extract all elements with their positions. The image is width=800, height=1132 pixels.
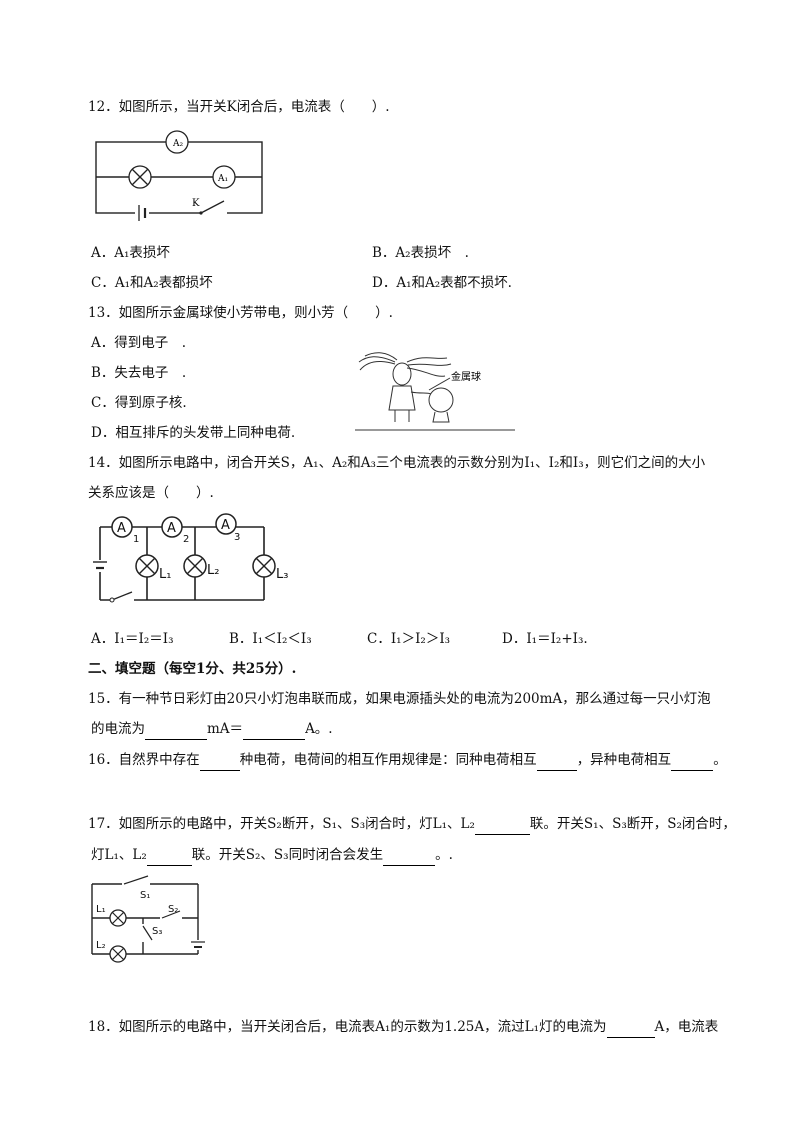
q16-text-c: ，异种电荷相互	[576, 752, 672, 768]
q18-text-b: A，电流表	[654, 1019, 719, 1035]
q14-lamp-1-label: L₁	[159, 567, 171, 582]
q13-option-c[interactable]: C．得到原子核.	[91, 395, 187, 411]
q13-girl-metal-ball-figure: 金属球	[355, 352, 515, 431]
q16-text-b: 种电荷，电荷间的相互作用规律是：同种电荷相互	[239, 752, 537, 768]
q16-blank-2[interactable]	[536, 750, 577, 771]
q16-blank-1[interactable]	[199, 750, 240, 771]
q15-blank-1[interactable]	[145, 719, 207, 740]
q14-meter-3-label: A	[221, 518, 230, 533]
q12-switch-label: K	[192, 198, 200, 209]
q15-text-b: mA＝	[207, 721, 244, 737]
q17-line1: 17．如图所示的电路中，开关S₂断开，S₁、S₃闭合时，灯L₁、L₂ 联。开关S…	[88, 814, 736, 835]
q17-circuit-figure: S₁ S₂ S₃ L₁ L₂	[91, 875, 205, 963]
q17-text-e: 。.	[435, 847, 453, 863]
q13-stem: 13．如图所示金属球使小芳带电，则小芳（ ）.	[88, 305, 393, 321]
q17-l2-label: L₂	[96, 940, 106, 951]
q17-l1-label: L₁	[96, 904, 106, 915]
q15-line2: 的电流为 mA＝ A。.	[91, 719, 333, 740]
q15-blank-2[interactable]	[243, 719, 306, 740]
q14-option-b[interactable]: B．I₁＜I₂＜I₃	[229, 631, 312, 647]
q17-text-d: 联。开关S₂、S₃同时闭合会发生	[191, 847, 384, 863]
q12-meter-a2-label: A₂	[172, 139, 183, 149]
section-2-title: 二、填空题（每空1分、共25分）.	[88, 661, 297, 677]
q14-lamp-2-label: L₂	[207, 563, 219, 578]
q12-option-d[interactable]: D．A₁和A₂表都不损坏.	[372, 275, 512, 291]
q14-lamp-3-label: L₃	[276, 567, 288, 582]
q14-circuit-figure: A A A 1 2 3 L₁ L₂ L₃	[93, 513, 288, 604]
q16-text-d: 。	[713, 752, 727, 768]
q13-metal-ball-label: 金属球	[451, 370, 481, 383]
q15-line1: 15．有一种节日彩灯由20只小灯泡串联而成，如果电源插头处的电流为200mA，那…	[88, 691, 711, 707]
q13-option-a[interactable]: A．得到电子 .	[91, 335, 187, 351]
q17-text-b: 联。开关S₁、S₃断开，S₂闭合时，	[529, 816, 736, 832]
q17-blank-2[interactable]	[146, 845, 192, 866]
q18-text-a: 18．如图所示的电路中，当开关闭合后，电流表A₁的示数为1.25A，流过L₁灯的…	[88, 1019, 607, 1035]
q12-option-c[interactable]: C．A₁和A₂表都损坏	[91, 275, 213, 291]
q14-stem-line2: 关系应该是（ ）.	[88, 485, 214, 501]
q14-option-d[interactable]: D．I₁＝I₂+I₃.	[502, 631, 588, 647]
q17-s1-label: S₁	[140, 890, 150, 901]
q14-option-a[interactable]: A．I₁＝I₂＝I₃	[91, 631, 174, 647]
q13-option-b[interactable]: B．失去电子 .	[91, 365, 187, 381]
q17-text-c: 灯L₁、L₂	[91, 847, 147, 863]
q14-stem-line1: 14．如图所示电路中，闭合开关S，A₁、A₂和A₃三个电流表的示数分别为I₁、I…	[88, 455, 706, 471]
q18-line: 18．如图所示的电路中，当开关闭合后，电流表A₁的示数为1.25A，流过L₁灯的…	[88, 1017, 718, 1038]
q12-meter-a1-label: A₁	[217, 174, 228, 184]
q14-meter-2-num: 2	[183, 534, 189, 545]
q17-s2-label: S₂	[168, 904, 178, 915]
q16-line: 16．自然界中存在 种电荷，电荷间的相互作用规律是：同种电荷相互 ，异种电荷相互…	[88, 750, 727, 771]
q14-meter-1-label: A	[117, 521, 126, 536]
q15-text-c: A。.	[305, 721, 333, 737]
q17-blank-3[interactable]	[383, 845, 436, 866]
q12-circuit-figure: A₂ A₁ K	[95, 130, 263, 222]
q16-text-a: 16．自然界中存在	[88, 752, 200, 768]
q12-option-a[interactable]: A．A₁表损坏	[91, 245, 170, 261]
q15-text-a: 的电流为	[91, 721, 145, 737]
q16-blank-3[interactable]	[671, 750, 714, 771]
q14-meter-3-num: 3	[234, 532, 240, 543]
q17-text-a: 17．如图所示的电路中，开关S₂断开，S₁、S₃闭合时，灯L₁、L₂	[88, 816, 475, 832]
q14-meter-1-num: 1	[133, 534, 139, 545]
q12-option-b[interactable]: B．A₂表损坏 .	[372, 245, 469, 261]
q17-blank-1[interactable]	[474, 814, 530, 835]
q18-blank-1[interactable]	[606, 1017, 655, 1038]
q17-line2: 灯L₁、L₂ 联。开关S₂、S₃同时闭合会发生 。.	[91, 845, 453, 866]
q14-meter-2-label: A	[167, 521, 176, 536]
q14-option-c[interactable]: C．I₁＞I₂＞I₃	[367, 631, 451, 647]
q17-s3-label: S₃	[152, 926, 162, 937]
q12-stem: 12．如图所示，当开关K闭合后，电流表（ ）.	[88, 99, 390, 115]
q13-option-d[interactable]: D．相互排斥的头发带上同种电荷.	[91, 425, 296, 441]
